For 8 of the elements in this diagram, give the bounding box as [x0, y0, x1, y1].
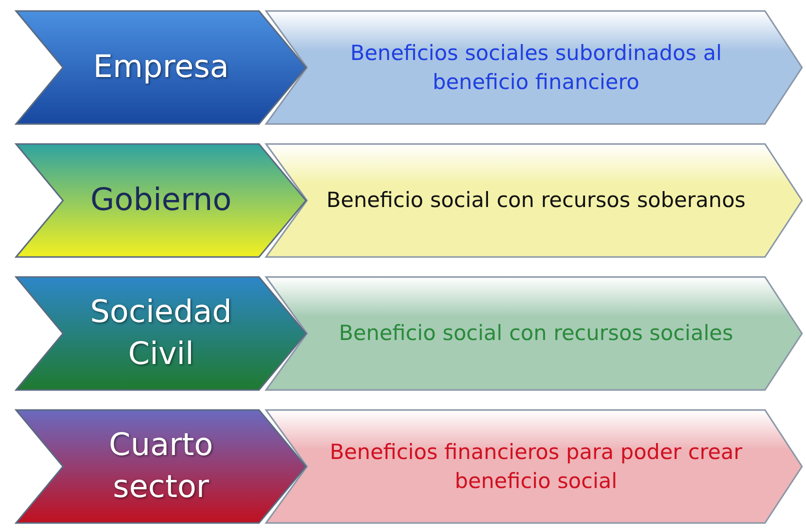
sector-label: Gobierno — [90, 180, 232, 220]
description-text: Beneficios sociales subordinados al beneficio financiero — [349, 40, 723, 96]
sector-label: Cuarto sector — [108, 426, 214, 506]
sector-label: Empresa — [93, 48, 229, 87]
description-text: Beneficios financieros para poder crear beneficio social — [328, 439, 744, 494]
description-text: Beneficio social con recursos soberanos — [326, 187, 746, 214]
sector-label: Sociedad Civil — [89, 292, 233, 374]
description-text: Beneficio social con recursos sociales — [338, 320, 734, 348]
